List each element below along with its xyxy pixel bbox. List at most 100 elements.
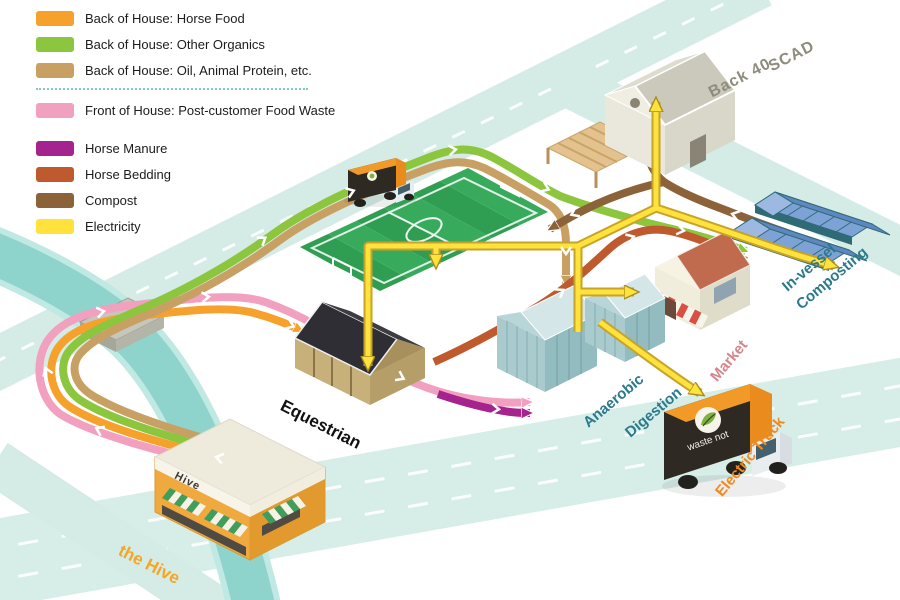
market-gable [655, 256, 700, 290]
chevron-icon [95, 306, 107, 319]
chevron-icon [394, 370, 406, 382]
waste-not-leaf-stem [702, 413, 716, 427]
hive-window-left [162, 505, 246, 556]
pergola-slat [568, 137, 618, 163]
field-stripe [440, 168, 548, 225]
awning-stripe [228, 521, 242, 534]
hive-sign-band [155, 457, 250, 517]
legend-divider [36, 88, 308, 90]
legend-swatch-horse-bedding [36, 166, 74, 182]
field-stripe [384, 194, 492, 252]
legend-label: Back of House: Horse Food [85, 10, 245, 26]
barn-loft-window [630, 98, 640, 108]
hive-awning-3 [262, 496, 306, 524]
stable-wall-right [370, 348, 425, 405]
awning-stripe [262, 511, 276, 524]
awning-stripe [234, 524, 248, 537]
awning-stripe [682, 306, 695, 322]
legend-swatch-oil-animal-protein [36, 62, 74, 78]
awning-stripe [174, 494, 188, 507]
chevron-icon [345, 187, 356, 199]
chevron-icon [559, 246, 573, 257]
chevron-icon [554, 288, 566, 299]
awning-stripe [274, 505, 288, 518]
flow-electricity-to-equestrian [368, 243, 578, 366]
legend-swatch-electricity [36, 218, 74, 234]
shed2-gable [585, 294, 625, 318]
market-building [650, 230, 751, 330]
legend-swatch-horse-manure [36, 140, 74, 156]
pergola-slat [557, 142, 607, 168]
legend-swatch-horse-food [36, 10, 74, 26]
truck-wheel [384, 192, 396, 200]
barn-roof-back [604, 50, 706, 96]
chevron-icon [285, 318, 296, 330]
delivery-truck-small [344, 158, 416, 207]
truck-box-front [396, 158, 406, 190]
field-stripe [412, 181, 520, 238]
market-door [664, 296, 676, 320]
flow-electricity-to-composting [655, 205, 834, 266]
greenhouse-end [754, 191, 794, 217]
truck-cab-front [780, 432, 792, 466]
chevron-icon [94, 425, 106, 437]
legend-row-horse-bedding: Horse Bedding [36, 166, 335, 182]
chevron-icon [490, 402, 502, 415]
truck-box-top [664, 384, 772, 422]
awning-stripe [268, 508, 282, 521]
legend-label: Back of House: Other Organics [85, 36, 265, 52]
chevron-icon [569, 206, 581, 218]
chevron-icon [42, 366, 54, 377]
the-hive-building [153, 418, 327, 561]
field-stripe [300, 234, 408, 291]
flow-oil-animal-protein [70, 158, 566, 465]
truck-box-front [750, 384, 772, 452]
truck-box-top [348, 158, 406, 175]
hive-window-right [262, 507, 300, 536]
shed-wall-left [497, 316, 545, 392]
road-lower-left [0, 442, 244, 600]
legend-label: Front of House: Post-customer Food Waste [85, 102, 336, 118]
barn-wall-left [605, 95, 665, 175]
flow-electricity-to-barn [575, 102, 656, 332]
legend-label: Electricity [85, 218, 141, 234]
awning-stripe [676, 303, 689, 319]
legend-label: Horse Manure [85, 140, 168, 156]
legend-label: Back of House: Oil, Animal Protein, etc. [85, 62, 312, 78]
awning-stripe [216, 515, 230, 528]
awning-stripe [292, 496, 306, 509]
flow-horse-manure [436, 390, 530, 413]
flow-electricity-to-truck [598, 319, 700, 393]
legend-label: Compost [85, 192, 138, 208]
flow-other-organics [59, 145, 746, 473]
legend-row-oil-animal-protein: Back of House: Oil, Animal Protein, etc. [36, 62, 335, 78]
stable-gable [370, 339, 425, 375]
truck-wheel [404, 193, 414, 201]
awning-stripe [186, 500, 200, 513]
hive-awning-2 [204, 509, 248, 537]
stable-roof-back [322, 302, 425, 348]
awning-stripe [204, 509, 218, 522]
awning-stripe [180, 497, 194, 510]
equestrian-building [293, 301, 425, 405]
market-window [714, 277, 736, 304]
greenhouse-base [755, 205, 852, 245]
truck-wheel [678, 475, 698, 489]
truck-windshield [756, 438, 776, 460]
hive-sign-band-right [250, 467, 325, 517]
legend-gap [36, 128, 335, 140]
chevron-icon [256, 236, 268, 247]
awning-stripe [162, 488, 176, 501]
legend-swatch-post-customer-food-waste [36, 102, 74, 118]
truck-wheel [726, 461, 746, 475]
awning-stripe [695, 312, 708, 328]
chevron-icon [214, 452, 225, 465]
shed-gable [497, 312, 545, 340]
truck-wheel [354, 199, 366, 207]
chevron-icon [675, 223, 687, 236]
chevron-icon [625, 233, 636, 245]
awning-stripe [168, 491, 182, 504]
legend-row-other-organics: Back of House: Other Organics [36, 36, 335, 52]
awning-stripe [689, 309, 702, 325]
